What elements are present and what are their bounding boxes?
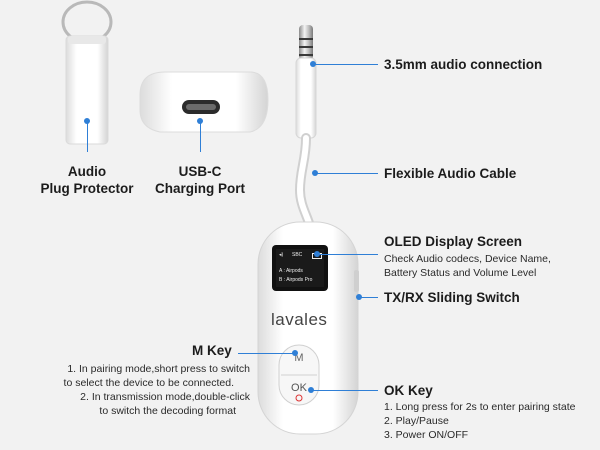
- okkey-description: 1. Long press for 2s to enter pairing st…: [384, 401, 576, 441]
- screen-status: SBC: [292, 252, 303, 258]
- mkey-description: 1. In pairing mode,short press to switch…: [63, 363, 250, 417]
- okkey-dot: [308, 387, 314, 393]
- usbc-label: USB-C Charging Port: [155, 164, 245, 196]
- oled-dot: [314, 251, 320, 257]
- audio-jack: [294, 25, 317, 245]
- protector-label: Audio Plug Protector: [40, 164, 134, 196]
- oled-title: OLED Display Screen: [384, 234, 523, 249]
- txrx-leader: [360, 297, 378, 298]
- protector-leader: [87, 122, 88, 152]
- flex-cable-dot: [312, 170, 318, 176]
- mkey-dot: [292, 350, 298, 356]
- mkey-title: M Key: [192, 343, 232, 358]
- usbc-dot: [197, 118, 203, 124]
- plug-protector: [61, 0, 113, 145]
- screen-device-b: B : Airpods Pro: [279, 277, 313, 283]
- audio-connection-label: 3.5mm audio connection: [384, 57, 543, 72]
- flex-cable-leader: [316, 173, 378, 174]
- audio-connection-leader: [314, 64, 378, 65]
- okkey-title: OK Key: [384, 383, 433, 398]
- mkey-leader: [238, 353, 294, 354]
- okkey-leader: [312, 390, 378, 391]
- brand-logo: lavales: [271, 310, 328, 329]
- txrx-dot: [356, 294, 362, 300]
- txrx-label: TX/RX Sliding Switch: [384, 290, 520, 305]
- flex-cable-label: Flexible Audio Cable: [384, 166, 517, 181]
- usbc-leader: [200, 122, 201, 152]
- oled-description: Check Audio codecs, Device Name, Battery…: [384, 253, 551, 279]
- usbc-device-end: [139, 71, 269, 133]
- protector-dot: [84, 118, 90, 124]
- oled-leader: [318, 254, 378, 255]
- audio-connection-dot: [310, 61, 316, 67]
- screen-device-a: A : Airpods: [279, 268, 303, 274]
- volume-icon: ◂): [279, 252, 284, 258]
- ok-key-button[interactable]: OK: [291, 382, 307, 394]
- m-key-button[interactable]: M: [294, 352, 304, 364]
